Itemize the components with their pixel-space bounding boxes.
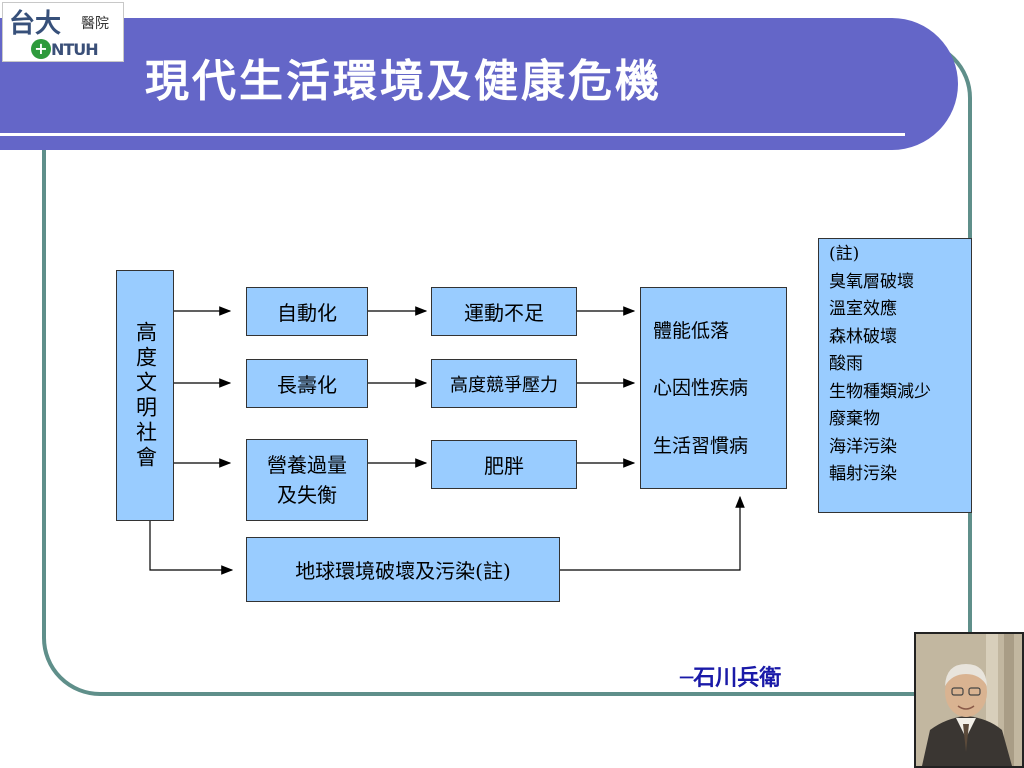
box-high-competition-stress: 高度競爭壓力 xyxy=(431,359,577,408)
lack-of-exercise-label: 運動不足 xyxy=(464,301,544,325)
author-portrait-image xyxy=(916,634,1022,766)
author-photo xyxy=(914,632,1024,768)
box-longevity: 長壽化 xyxy=(246,359,368,408)
logo-main-text: 台大 xyxy=(9,9,62,39)
title-underline xyxy=(0,133,905,136)
medical-cross-icon: + xyxy=(31,39,51,59)
note-header: (註) xyxy=(829,244,860,264)
note-item: 酸雨 xyxy=(829,354,863,374)
slide-title: 現代生活環境及健康危機 xyxy=(145,56,662,107)
logo-sub-text: 醫院 xyxy=(81,16,109,32)
box-health-outcomes: 體能低落 心因性疾病 生活習慣病 xyxy=(640,287,787,489)
automation-label: 自動化 xyxy=(277,301,337,325)
obesity-label: 肥胖 xyxy=(484,454,524,478)
note-item: 臭氧層破壞 xyxy=(829,271,914,292)
author-attribution: ─石川兵衛 xyxy=(680,665,782,691)
arrow-society-to-environment xyxy=(149,520,234,575)
outcome-lifestyle-disease: 生活習慣病 xyxy=(653,434,749,457)
logo-english-text: NTUH xyxy=(51,40,99,59)
box-nutrition-imbalance: 營養過量 及失衡 xyxy=(246,439,368,521)
advanced-society-label: 高度文明社會 xyxy=(133,320,158,471)
note-item: 生物種類減少 xyxy=(829,381,931,402)
box-obesity: 肥胖 xyxy=(431,440,577,489)
box-advanced-society: 高度文明社會 xyxy=(116,270,174,521)
note-item: 溫室效應 xyxy=(829,299,897,319)
note-item: 海洋污染 xyxy=(829,436,897,457)
note-item: 輻射污染 xyxy=(829,464,897,484)
outcome-low-fitness: 體能低落 xyxy=(653,320,730,342)
outcome-psychogenic-disease: 心因性疾病 xyxy=(653,377,749,400)
note-item: 廢棄物 xyxy=(829,409,880,429)
title-bar xyxy=(0,18,958,150)
box-automation: 自動化 xyxy=(246,287,368,336)
arrow-environment-to-outcomes xyxy=(560,495,745,571)
longevity-label: 長壽化 xyxy=(277,373,337,397)
environment-destruction-label: 地球環境破壞及污染(註) xyxy=(295,559,511,583)
box-lack-of-exercise: 運動不足 xyxy=(431,287,577,336)
note-item: 森林破壞 xyxy=(829,326,897,347)
box-environment-destruction: 地球環境破壞及污染(註) xyxy=(246,537,560,602)
note-box: (註) 臭氧層破壞 溫室效應 森林破壞 酸雨 生物種類減少 廢棄物 海洋污染 輻… xyxy=(818,238,972,513)
nutrition-label-line1: 營養過量 xyxy=(267,453,347,477)
high-competition-stress-label: 高度競爭壓力 xyxy=(450,374,558,396)
ntuh-logo: 台大 醫院 + NTUH xyxy=(2,2,124,62)
nutrition-label-line2: 及失衡 xyxy=(277,483,337,507)
